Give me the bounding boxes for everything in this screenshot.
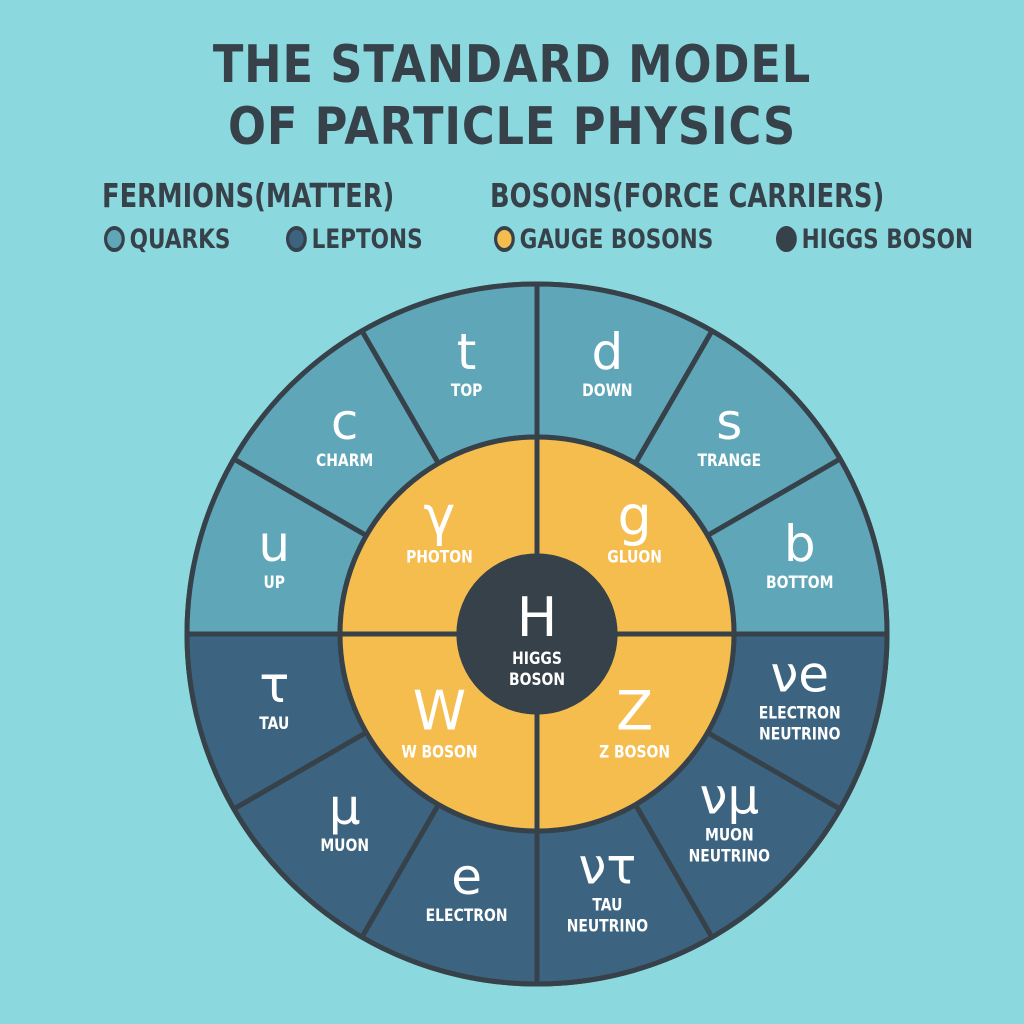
gauge-gluon-symbol: g <box>617 484 651 547</box>
lepton-electron-label: ELECTRON <box>426 906 508 926</box>
lepton-electron-neutrino-label-line-2: NEUTRINO <box>759 724 840 744</box>
legend-quarks: QUARKS <box>104 223 231 255</box>
gauge-photon-label: PHOTON <box>406 547 473 567</box>
bosons-heading: BOSONS(FORCE CARRIERS) <box>490 176 885 215</box>
legend-higgs-boson-label: HIGGS BOSON <box>801 223 974 255</box>
legend-higgs-boson: HIGGS BOSON <box>776 223 974 255</box>
quark-down-label: DOWN <box>582 380 632 400</box>
lepton-electron-neutrino-label-line-1: ELECTRON <box>759 703 841 723</box>
title-line-2: OF PARTICLE PHYSICS <box>227 97 797 157</box>
lepton-tau-symbol: τ <box>259 656 289 714</box>
legend-leptons: LEPTONS <box>286 223 423 255</box>
lepton-muon-neutrino-symbol: νμ <box>699 767 759 825</box>
legend-gauge-bosons: GAUGE BOSONS <box>494 223 714 255</box>
higgs-boson-dot-icon <box>776 226 797 252</box>
lepton-muon-label: MUON <box>320 836 369 856</box>
legend-gauge-bosons-label: GAUGE BOSONS <box>519 223 714 255</box>
quark-up-label: UP <box>264 573 286 593</box>
gauge-w-boson-label: W BOSON <box>401 742 477 762</box>
quark-down-symbol: d <box>592 323 624 381</box>
quark-up-symbol: u <box>258 515 290 573</box>
gauge-z-boson-label: Z BOSON <box>599 742 670 762</box>
lepton-tau-neutrino-symbol: ντ <box>578 838 636 896</box>
lepton-electron-neutrino-symbol: νe <box>770 645 829 703</box>
quark-top-symbol: t <box>457 323 477 381</box>
quark-charm-symbol: c <box>331 393 359 451</box>
gauge-w-boson-symbol: W <box>413 680 466 743</box>
higgs-boson-label-line-1: HIGGS <box>512 649 562 669</box>
legend-quarks-label: QUARKS <box>129 223 231 255</box>
quark-charm-label: CHARM <box>316 451 373 471</box>
legend-leptons-label: LEPTONS <box>311 223 423 255</box>
higgs-boson-symbol: H <box>517 586 558 649</box>
quark-top-label: TOP <box>451 380 483 400</box>
gauge-bosons-dot-icon <box>494 226 515 252</box>
quark-trange-symbol: s <box>716 393 742 451</box>
higgs-boson-circle <box>456 553 618 715</box>
quark-bottom-symbol: b <box>784 515 816 573</box>
gauge-photon-symbol: γ <box>423 484 455 547</box>
higgs-boson-label-line-2: BOSON <box>509 670 565 690</box>
leptons-dot-icon <box>286 226 307 252</box>
lepton-tau-neutrino-label-line-2: NEUTRINO <box>567 916 648 936</box>
quarks-dot-icon <box>104 226 125 252</box>
title-line-1: THE STANDARD MODEL <box>212 35 812 95</box>
lepton-tau-label: TAU <box>259 714 289 734</box>
gauge-gluon-label: GLUON <box>607 547 662 567</box>
lepton-muon-symbol: μ <box>329 778 361 836</box>
quark-trange-label: TRANGE <box>698 451 762 471</box>
gauge-z-boson-symbol: Z <box>616 680 653 743</box>
lepton-muon-neutrino-label-line-2: NEUTRINO <box>689 846 770 866</box>
lepton-electron-symbol: e <box>451 848 482 906</box>
quark-bottom-label: BOTTOM <box>766 573 833 593</box>
page-title: THE STANDARD MODEL OF PARTICLE PHYSICS <box>72 34 953 158</box>
lepton-tau-neutrino-label-line-1: TAU <box>592 895 622 915</box>
lepton-muon-neutrino-label-line-1: MUON <box>705 825 754 845</box>
fermions-heading: FERMIONS(MATTER) <box>102 176 395 215</box>
